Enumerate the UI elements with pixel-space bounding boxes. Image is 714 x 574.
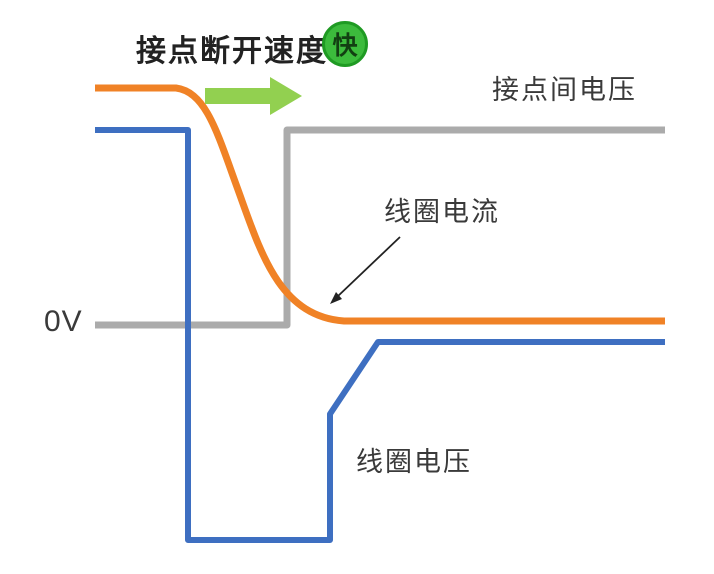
pointer-line [336, 236, 401, 298]
coil-current-line [95, 84, 665, 325]
coil-voltage-line [95, 127, 665, 543]
speed-badge-label: 快 [332, 32, 358, 60]
coil-voltage-label: 线圈电压 [356, 447, 472, 477]
speed-direction-arrow-icon [205, 77, 302, 115]
pointer-arrowhead [330, 292, 342, 304]
diagram-title: 接点断开速度 [136, 35, 328, 68]
contact-voltage-line [95, 126, 665, 329]
coil-current-label: 线圈电流 [384, 197, 500, 227]
contact-voltage-label: 接点间电压 [492, 75, 637, 105]
zero-volt-label: 0V [44, 305, 83, 338]
coil-current-pointer-arrow-icon [330, 236, 401, 304]
speed-badge: 快 [322, 21, 368, 67]
